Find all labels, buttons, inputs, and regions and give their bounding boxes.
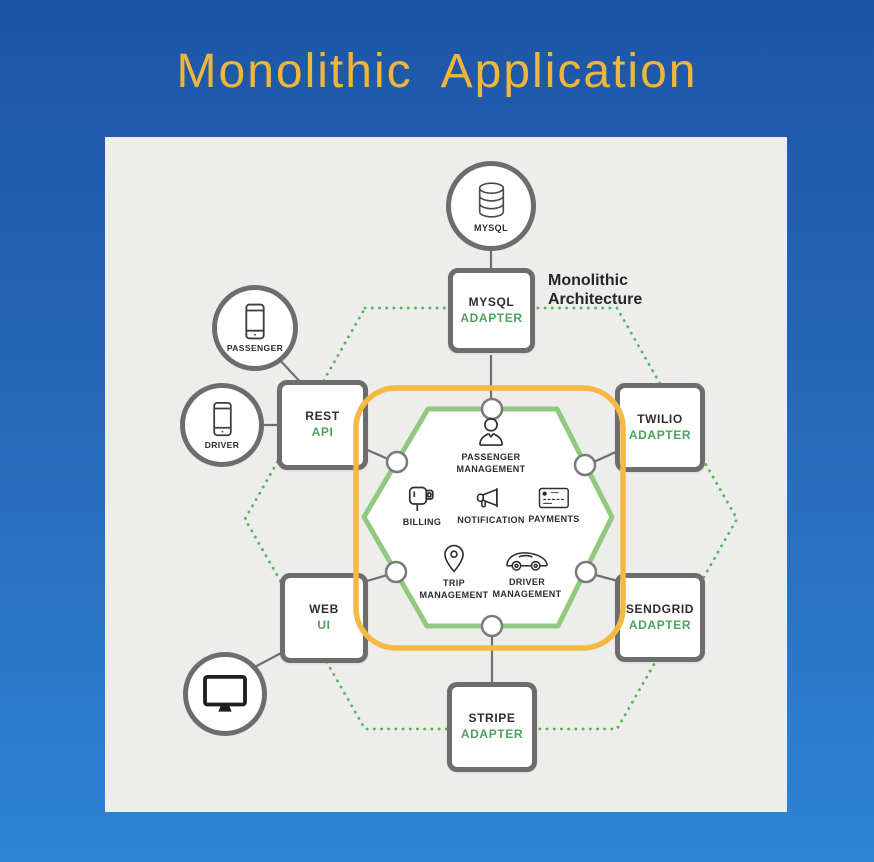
mysql-adapter-name: MYSQL	[468, 294, 515, 309]
module-billing: BILLING	[403, 484, 441, 529]
module-label: DRIVER MANAGEMENT	[492, 577, 562, 599]
module-passenger-management: PASSENGER MANAGEMENT	[457, 416, 526, 475]
stripe-adapter-node: STRIPE ADAPTER	[447, 682, 537, 772]
car-icon	[505, 549, 550, 572]
port-lower-right	[574, 560, 598, 584]
smartphone-icon	[212, 401, 233, 437]
module-notification: NOTIFICATION	[457, 486, 525, 527]
stripe-adapter-type: ADAPTER	[460, 727, 524, 741]
architecture-label: Monolithic Architecture	[548, 272, 643, 309]
dotted-boundary-hexagon	[243, 306, 739, 731]
web-ui-type: UI	[317, 618, 331, 632]
module-driver-management: DRIVER MANAGEMENT	[493, 549, 562, 600]
module-label: PASSENGER MANAGEMENT	[456, 452, 526, 474]
rest-api-name: REST	[305, 409, 340, 424]
driver-node: DRIVER	[180, 383, 264, 467]
passenger-node: PASSENGER	[212, 285, 298, 371]
sendgrid-adapter-type: ADAPTER	[628, 617, 692, 632]
user-icon	[477, 416, 506, 447]
rest-api-node: REST API	[277, 380, 368, 470]
port-bottom	[480, 614, 504, 638]
diagram-panel: MYSQL PASSENGER	[105, 137, 787, 812]
stripe-adapter-name: STRIPE	[468, 711, 516, 726]
megaphone-icon	[475, 486, 507, 510]
web-ui-name: WEB	[309, 602, 339, 617]
mysql-adapter-node: MYSQL ADAPTER	[448, 268, 535, 353]
web-client-node	[183, 652, 267, 736]
map-pin-icon	[444, 544, 465, 573]
sendgrid-adapter-name: SENDGRID	[625, 601, 695, 616]
mysql-adapter-type: ADAPTER	[460, 310, 523, 325]
twilio-adapter-node: TWILIO ADAPTER	[615, 383, 705, 472]
module-label: NOTIFICATION	[457, 515, 525, 525]
rest-api-type: API	[311, 425, 334, 439]
port-upper-right	[573, 453, 597, 477]
web-ui-node: WEB UI	[280, 573, 368, 663]
module-trip-management: TRIP MANAGEMENT	[420, 544, 489, 601]
mysql-db-label: MYSQL	[473, 222, 508, 233]
credit-card-icon	[538, 487, 570, 509]
smartphone-icon	[244, 303, 266, 340]
twilio-adapter-name: TWILIO	[637, 411, 683, 426]
module-payments: PAYMENTS	[528, 487, 579, 526]
database-icon	[473, 180, 510, 220]
cash-register-icon	[408, 484, 436, 512]
passenger-label: PASSENGER	[226, 343, 284, 353]
monitor-icon	[202, 674, 248, 714]
port-lower-left	[384, 560, 408, 584]
port-upper-left	[385, 450, 409, 474]
module-label: BILLING	[402, 517, 442, 527]
mysql-db-node: MYSQL	[446, 161, 536, 251]
module-label: PAYMENTS	[528, 514, 580, 524]
page-title: Monolithic Application	[176, 45, 698, 98]
twilio-adapter-type: ADAPTER	[628, 427, 692, 442]
sendgrid-adapter-node: SENDGRID ADAPTER	[615, 573, 705, 662]
module-label: TRIP MANAGEMENT	[419, 578, 489, 600]
driver-label: DRIVER	[204, 439, 240, 450]
